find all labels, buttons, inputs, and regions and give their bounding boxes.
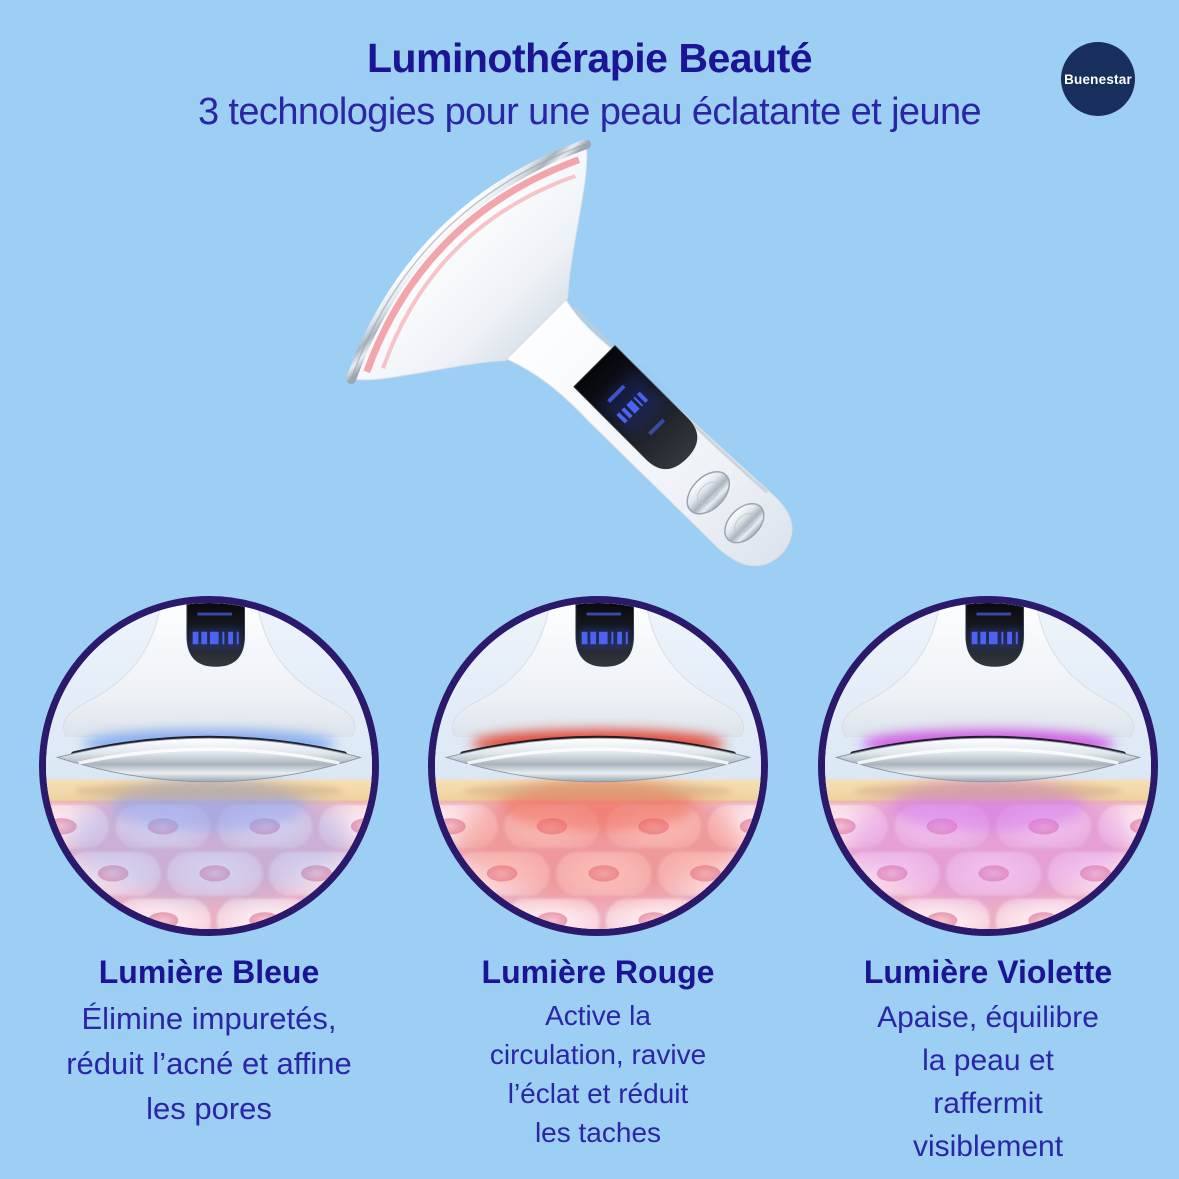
card-title: Lumière Rouge: [481, 954, 715, 990]
page-title: Luminothérapie Beauté: [366, 35, 813, 81]
circle-red-light: [428, 596, 768, 936]
product-photo: [300, 140, 800, 600]
card-lumiere-bleue: Lumière Bleue Élimine impuretés, réduit …: [19, 596, 399, 1131]
header: Luminothérapie Beauté 3 technologies pou…: [0, 34, 1179, 136]
card-description: Apaise, équilibre la peau et raffermit v…: [877, 1000, 1099, 1163]
circle-blue-light: [39, 596, 379, 936]
device-illustration: [346, 140, 793, 567]
card-title: Lumière Bleue: [98, 954, 320, 990]
card-title: Lumière Violette: [863, 954, 1113, 990]
device-skin-illustration: [46, 603, 372, 929]
circle-violet-light: [818, 596, 1158, 936]
brand-badge: Buenestar: [1061, 42, 1135, 116]
device-skin-illustration: [435, 603, 761, 929]
device-skin-illustration: [825, 603, 1151, 929]
brand-name: Buenestar: [1064, 71, 1132, 87]
led-display: [599, 369, 668, 438]
card-lumiere-rouge: Lumière Rouge Active la circulation, rav…: [408, 596, 788, 1152]
card-description: Élimine impuretés, réduit l’acné et affi…: [66, 1000, 352, 1126]
page-subtitle: 3 technologies pour une peau éclatante e…: [197, 91, 982, 134]
card-lumiere-violette: Lumière Violette Apaise, équilibre la pe…: [798, 596, 1178, 1168]
card-description: Active la circulation, ravive l’éclat et…: [489, 999, 707, 1148]
